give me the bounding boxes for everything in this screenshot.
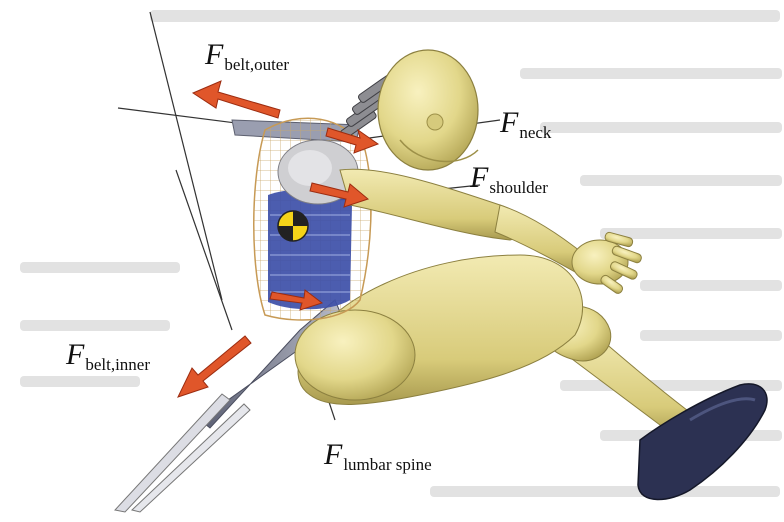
arm [340, 169, 585, 272]
label-f-shoulder: Fshoulder [470, 163, 548, 193]
label-f-neck: Fneck [500, 108, 551, 138]
hand [572, 232, 642, 295]
torso [254, 118, 371, 320]
arrow-belt-inner [178, 336, 251, 397]
head [378, 50, 478, 170]
label-f-belt-inner: Fbelt,inner [66, 340, 150, 370]
label-f-lumbar-spine: Flumbar spine [324, 440, 432, 470]
label-f-belt-outer: Fbelt,outer [205, 40, 289, 70]
crash-test-target-icon [278, 211, 308, 241]
pelvis [295, 310, 415, 400]
arrow-belt-outer [193, 81, 280, 118]
